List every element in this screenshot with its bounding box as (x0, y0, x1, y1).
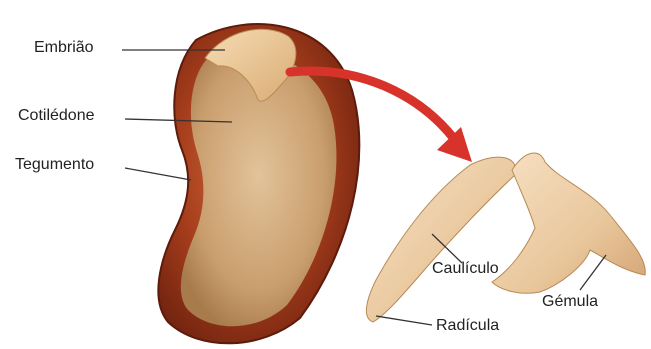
radicle-label: Radícula (436, 317, 499, 335)
hypocotyl-shape (366, 157, 515, 322)
plumule-label: Gémula (542, 293, 598, 311)
radicle-leader-line (376, 316, 432, 325)
hypocotyl-label: Caulículo (432, 260, 499, 278)
plumule-shape (492, 153, 645, 293)
seed-coat-leader-line (125, 168, 191, 180)
cotyledon-label: Cotilédone (18, 107, 95, 125)
embryo-label: Embrião (34, 39, 94, 57)
seed-coat-label: Tegumento (15, 156, 94, 174)
